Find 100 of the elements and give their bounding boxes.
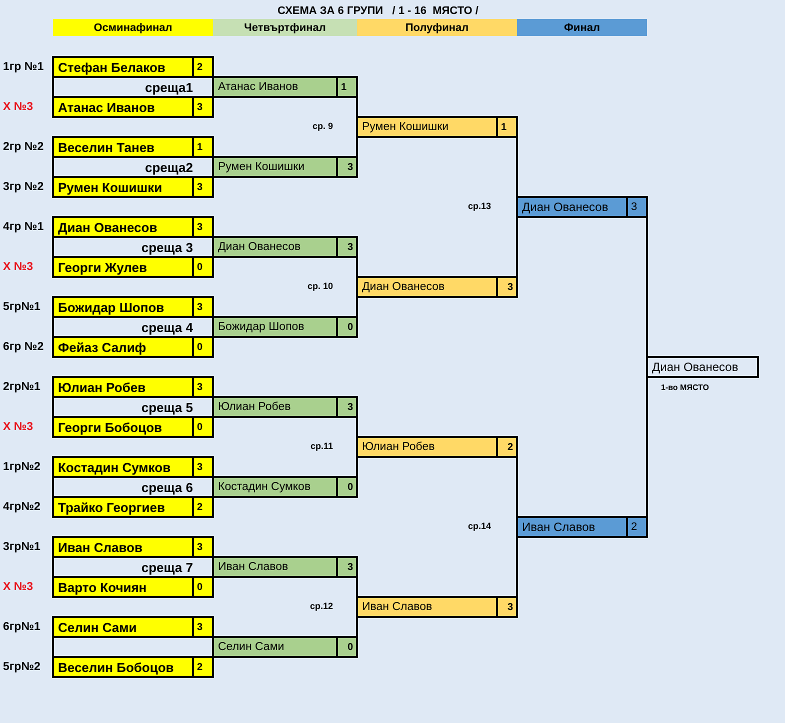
score: 3 <box>192 178 212 196</box>
title: СХЕМА ЗА 6 ГРУПИ / 1 - 16 МЯСТО / <box>276 6 480 17</box>
player-box <box>52 656 214 678</box>
header-band <box>53 19 213 36</box>
header-band <box>357 19 517 36</box>
bracket-line <box>356 417 358 437</box>
player-box <box>52 616 214 638</box>
group-seed-label: X №3 <box>3 581 34 593</box>
match-label: среща1 <box>144 80 194 94</box>
score: 3 <box>336 558 356 576</box>
group-seed-label: 3гр №2 <box>3 181 44 193</box>
header-band <box>517 19 647 36</box>
score: 3 <box>336 398 356 416</box>
match-label: среща 6 <box>140 480 194 494</box>
column-title: Финал <box>563 22 601 34</box>
player-name: Атанас Иванов <box>57 100 156 114</box>
player-box <box>52 136 214 158</box>
score: 3 <box>336 238 356 256</box>
winner-box <box>646 356 759 378</box>
score: 3 <box>192 98 212 116</box>
player-name: Варто Кочиян <box>57 580 148 594</box>
player-box <box>212 156 358 178</box>
match-label: среща 7 <box>140 560 194 574</box>
match-label: среща 4 <box>140 320 194 334</box>
player-box <box>52 576 214 598</box>
bracket-line <box>356 617 358 637</box>
score: 0 <box>192 258 212 276</box>
player-box <box>52 96 214 118</box>
player-box <box>52 376 214 398</box>
bracket-line <box>356 137 358 157</box>
group-seed-label: X №3 <box>3 261 34 273</box>
player-box <box>52 216 214 238</box>
player-box <box>52 296 214 318</box>
bracket-line <box>356 457 358 477</box>
player-name: Диан Ованесов <box>217 241 302 253</box>
bracket-line <box>516 217 518 277</box>
player-name: Фейаз Салиф <box>57 340 148 354</box>
player-box <box>212 316 358 338</box>
score: 0 <box>192 578 212 596</box>
player-name: Иван Славов <box>57 540 144 554</box>
group-seed-label: 5гр№1 <box>3 301 40 313</box>
player-name: Иван Славов <box>217 561 290 573</box>
player-box <box>52 536 214 558</box>
column-title: Четвъртфинал <box>243 22 327 34</box>
bracket-line <box>516 457 518 517</box>
header-band <box>213 19 357 36</box>
group-seed-label: 1гр№2 <box>3 461 40 473</box>
player-name: Диан Ованесов <box>57 220 158 234</box>
player-name: Стефан Белаков <box>57 60 166 74</box>
score: 3 <box>626 198 646 216</box>
player-name: Иван Славов <box>521 520 596 534</box>
bracket-line <box>356 577 358 597</box>
bracket-line <box>356 97 358 117</box>
match-number: ср.13 <box>468 201 491 211</box>
player-box <box>52 496 214 518</box>
score: 0 <box>336 318 356 336</box>
score: 0 <box>336 638 356 656</box>
bracket-line <box>646 377 648 517</box>
player-box <box>516 196 648 218</box>
group-seed-label: 1гр №1 <box>3 61 44 73</box>
player-name: Юлиан Робев <box>217 401 292 413</box>
player-name: Веселин Бобоцов <box>57 660 175 674</box>
player-box <box>356 436 518 458</box>
player-name: Румен Кошишки <box>57 180 164 194</box>
match-label: среща2 <box>144 160 194 174</box>
bracket-line <box>516 537 518 597</box>
player-box <box>212 476 358 498</box>
bracket-line <box>356 297 358 317</box>
player-name: Атанас Иванов <box>217 81 300 93</box>
score: 0 <box>192 418 212 436</box>
group-seed-label: 3гр№1 <box>3 541 40 553</box>
player-box <box>52 416 214 438</box>
player-name: Румен Кошишки <box>361 121 450 133</box>
player-name: Костадин Сумков <box>217 481 312 493</box>
player-name: Юлиан Робев <box>57 380 147 394</box>
group-seed-label: 6гр №2 <box>3 341 44 353</box>
group-seed-label: X №3 <box>3 101 34 113</box>
player-box <box>52 336 214 358</box>
match-number: ср.12 <box>310 601 333 611</box>
player-box <box>356 276 518 298</box>
player-name: Диан Ованесов <box>651 360 740 374</box>
column-title: Осминафинал <box>92 22 174 34</box>
bracket-line <box>516 137 518 197</box>
score: 0 <box>192 338 212 356</box>
match-label: среща 3 <box>140 240 194 254</box>
match-number: ср.11 <box>310 441 333 451</box>
group-seed-label: 6гр№1 <box>3 621 40 633</box>
player-name: Диан Ованесов <box>521 200 610 214</box>
player-name: Иван Славов <box>361 601 434 613</box>
player-box <box>52 176 214 198</box>
score: 3 <box>496 278 516 296</box>
score: 1 <box>336 78 356 96</box>
group-seed-label: 4гр №1 <box>3 221 44 233</box>
group-seed-label: 2гр №2 <box>3 141 44 153</box>
player-name: Румен Кошишки <box>217 161 306 173</box>
player-name: Божидар Шопов <box>57 300 166 314</box>
player-name: Юлиан Робев <box>361 441 436 453</box>
column-title: Полуфинал <box>404 22 470 34</box>
player-name: Селин Сами <box>217 641 286 653</box>
player-box <box>516 516 648 538</box>
